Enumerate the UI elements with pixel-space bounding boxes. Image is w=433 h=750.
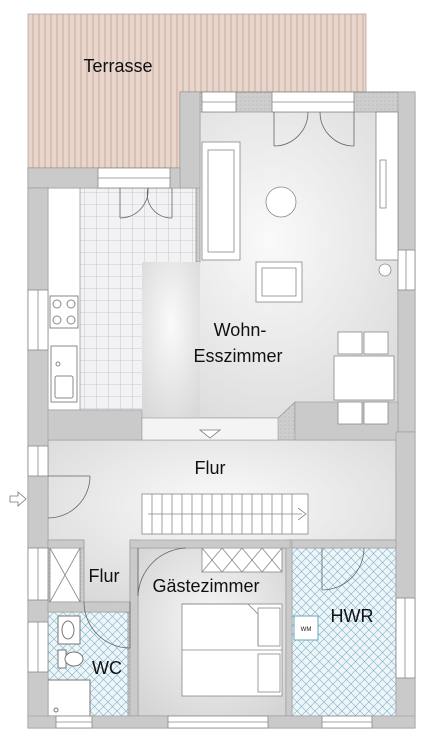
small-hall-label: Flur	[89, 566, 120, 586]
toilet-icon	[57, 649, 84, 669]
dining-table	[333, 331, 395, 425]
hall-label: Flur	[195, 458, 226, 478]
sink-icon	[50, 345, 78, 403]
wc-label: WC	[92, 658, 122, 678]
living-room-label-line1: Wohn-	[214, 320, 267, 340]
stove-icon	[49, 295, 79, 329]
passage-arrow-icon	[198, 429, 222, 439]
double-bed	[181, 603, 283, 697]
utility-room-label: HWR	[331, 606, 374, 626]
washing-machine-label: WM	[301, 627, 312, 633]
living-room-label-line2: Esszimmer	[194, 346, 283, 366]
guest-room-label: Gästezimmer	[152, 576, 259, 596]
armchair	[255, 261, 303, 303]
tv-cabinet	[375, 111, 399, 261]
washbasin-icon	[57, 615, 81, 645]
windows	[27, 91, 416, 729]
entry-arrow-icon	[9, 491, 27, 507]
round-table	[265, 186, 297, 218]
terrace-label: Terrasse	[83, 56, 152, 76]
staircase	[141, 493, 309, 535]
doors	[47, 111, 365, 649]
wardrobe	[201, 547, 283, 573]
plant-icon	[378, 263, 392, 277]
shower-tray	[47, 679, 91, 717]
storage-cabinet	[49, 547, 81, 603]
sofa	[201, 141, 241, 261]
washing-machine: WM	[293, 615, 319, 641]
